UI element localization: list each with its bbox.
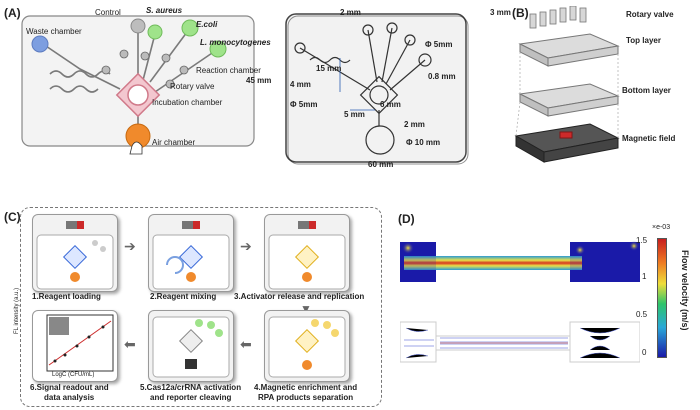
flow-vector-field [400,321,640,363]
label-waste-chamber: Waste chamber [26,27,82,36]
colorbar-tick-0-5: 0.5 [636,310,648,319]
chip-schematic [21,15,255,155]
panel-d-label: (D) [398,212,415,226]
step-6-label-2: data analysis [44,393,95,402]
colorbar-tick-1: 1 [642,272,647,281]
colorbar-exponent: ×e-03 [652,224,671,231]
step-6-card [32,310,118,382]
step-5-label-1: 5.Cas12a/crRNA activation [140,383,242,392]
dim-phi5mm-top: Φ 5mm [425,40,453,49]
step-4-label-2: RPA products separation [258,393,354,402]
layer-stack-illustration [514,6,620,163]
dim-3mm: 3 mm [490,8,511,17]
dim-08mm: 0.8 mm [428,72,456,81]
arrow-3-4: ▼ [300,302,312,316]
panel-c-label: (C) [4,210,21,224]
panel-b-label: (B) [512,6,529,20]
step-1-card [32,214,118,292]
dim-60mm: 60 mm [368,160,394,169]
step-2-label: 2.Reagent mixing [150,292,217,301]
step-5-label-2: and reporter cleaving [150,393,232,402]
chip-dimension-drawing [285,13,469,165]
arrow-4-5: ⬅ [240,336,252,352]
arrow-2-3: ➔ [240,238,252,254]
step-4-card [264,310,350,382]
label-magnetic-field: Magnetic field [622,134,676,143]
dim-2mm-bottom: 2 mm [404,120,425,129]
panel-a-label: (A) [4,6,21,20]
step-3-label: 3.Activator release and replication [234,292,365,301]
label-reaction-chamber: Reaction chamber [196,66,261,75]
step-2-card [148,214,234,292]
label-air-chamber: Air chamber [152,138,196,147]
step-1-label: 1.Reagent loading [32,292,101,301]
step-5-card [148,310,234,382]
label-e-coli: E.coli [196,20,218,29]
label-incubation-chamber: Incubation chamber [152,98,223,107]
colorbar-tick-1-5: 1.5 [636,236,648,245]
arrow-5-6: ⬅ [124,336,136,352]
colorbar-tick-0: 0 [642,348,647,357]
flow-velocity-map [400,241,640,282]
arrow-1-2: ➔ [124,238,136,254]
dim-2mm-top: 2 mm [340,8,361,17]
workflow-frame [20,207,382,407]
label-top-layer: Top layer [626,36,661,45]
dim-45mm: 45 mm [246,76,272,85]
colorbar [657,238,667,358]
dim-15mm: 15 mm [316,64,342,73]
colorbar-label: Flow velocity (m/s) [680,250,690,331]
step-6-label-1: 6.Signal readout and [30,383,109,392]
dim-6mm: 6 mm [380,100,401,109]
label-bottom-layer: Bottom layer [622,86,671,95]
dim-phi5mm-left: Φ 5mm [290,100,318,109]
dim-5mm: 5 mm [344,110,365,119]
step-4-label-1: 4.Magnetic enrichment and [254,383,358,392]
label-l-monocytogenes: L. monocytogenes [200,38,271,47]
step-3-card [264,214,350,292]
label-control: Control [95,8,121,17]
label-s-aureus: S. aureus [146,6,183,15]
plot-xlabel: LogC (CFU/mL) [52,372,95,378]
plot-ylabel: FL intensity (a.u.) [14,287,20,334]
dim-4mm: 4 mm [290,80,311,89]
dim-phi10mm: Φ 10 mm [406,138,441,147]
label-rotary-valve: Rotary valve [170,82,215,91]
label-rotary-valve-b: Rotary valve [626,10,674,19]
